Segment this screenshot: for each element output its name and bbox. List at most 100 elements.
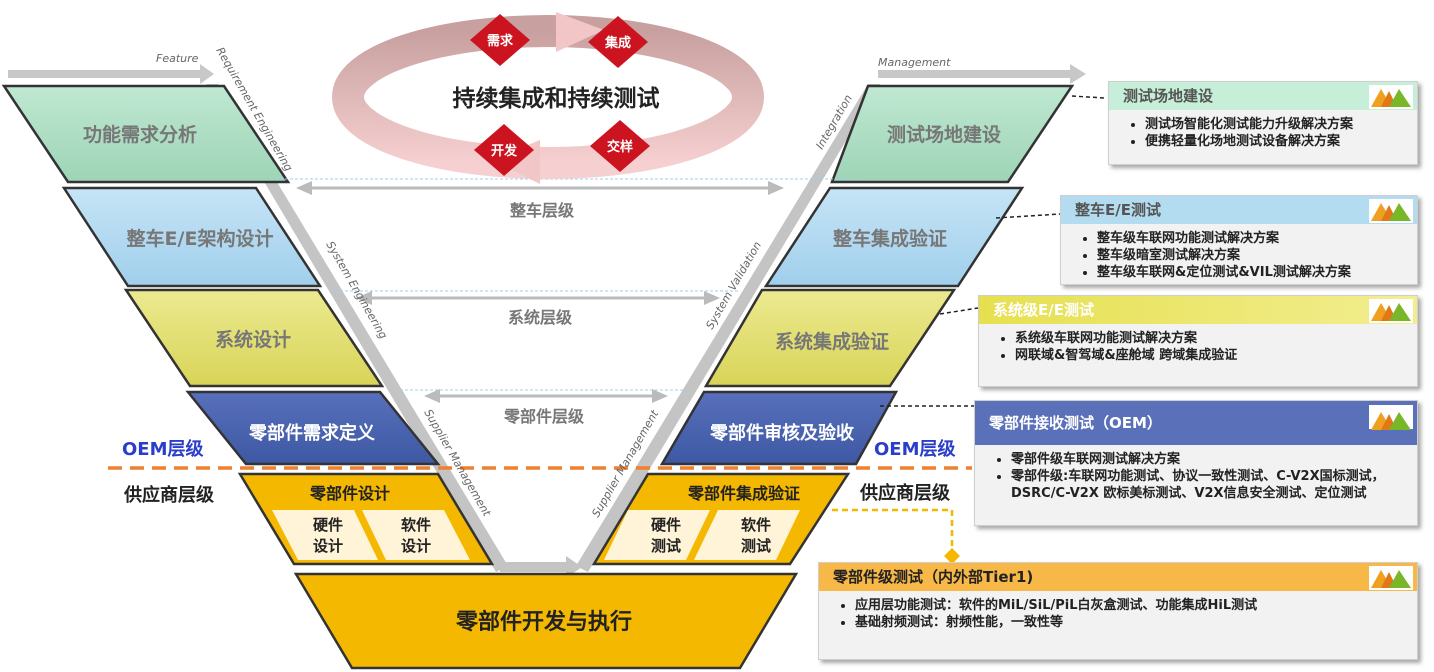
management-arrow xyxy=(878,64,1086,84)
bottom-label: 零部件开发与执行 xyxy=(455,609,632,635)
v-left-band-0: 功能需求分析 xyxy=(1,84,291,184)
list-item: 零部件级车联网测试解决方案 xyxy=(1011,451,1405,468)
oem-label-right: OEM层级 xyxy=(874,438,957,460)
bottom-rail xyxy=(500,562,570,572)
svg-text:开发: 开发 xyxy=(491,143,518,159)
solution-box-3-header: 零部件接收测试（OEM） xyxy=(975,401,1417,445)
cycle-tag-3: 交样 xyxy=(590,120,650,172)
ci-ct-cycle: 持续集成和持续测试 需求 集成 开发 交样 xyxy=(332,12,764,184)
list-item: 整车级车联网&定位测试&VIL测试解决方案 xyxy=(1097,264,1405,281)
v-right-label-2: 系统集成验证 xyxy=(775,330,889,353)
connector-1 xyxy=(995,213,1061,219)
v-right-label-0: 测试场地建设 xyxy=(887,123,1001,146)
connector-4 xyxy=(832,508,954,554)
cycle-tag-2: 开发 xyxy=(474,124,534,176)
level-label-2: 零部件层级 xyxy=(503,407,585,426)
supplier-left-sub2-line2: 设计 xyxy=(401,537,431,555)
v-left-band-2: 系统设计 xyxy=(123,288,385,388)
level-vehicle: 整车层级 xyxy=(270,178,860,220)
connector-0 xyxy=(1071,95,1105,99)
v-left-label-2: 系统设计 xyxy=(215,328,291,351)
list-item: 网联域&智驾域&座舱域 跨域集成验证 xyxy=(1015,347,1405,364)
v-right-label-3: 零部件审核及验收 xyxy=(709,422,854,444)
svg-text:需求: 需求 xyxy=(487,33,514,49)
supplier-right-sub1-line2: 测试 xyxy=(651,537,681,555)
solution-box-1-header: 整车E/E测试 xyxy=(1061,196,1417,224)
v-left-label-1: 整车E/E架构设计 xyxy=(127,227,274,250)
logo-icon xyxy=(1369,299,1413,323)
logo-icon xyxy=(1369,405,1413,430)
solution-box-2-list: 系统级车联网功能测试解决方案 网联域&智驾域&座舱域 跨域集成验证 xyxy=(979,330,1417,364)
logo-mark xyxy=(1371,570,1411,588)
v-right-band-0: 测试场地建设 xyxy=(830,84,1075,184)
solution-box-2: 系统级E/E测试 系统级车联网功能测试解决方案 网联域&智驾域&座舱域 跨域集成… xyxy=(978,295,1418,387)
list-item: 整车级暗室测试解决方案 xyxy=(1097,247,1405,264)
left-rail xyxy=(206,84,508,572)
connector-4-diamond xyxy=(944,548,960,564)
svg-text:集成: 集成 xyxy=(604,35,631,51)
level-system: 系统层级 xyxy=(330,290,740,327)
supplier-left-title: 零部件设计 xyxy=(309,484,390,503)
label-management: Management xyxy=(878,56,951,69)
label-feature: Feature xyxy=(156,52,199,65)
list-item: 应用层功能测试：软件的MiL/SiL/PiL白灰盒测试、功能集成HiL测试 xyxy=(855,597,1405,614)
level-label-1: 系统层级 xyxy=(508,308,573,327)
supplier-label-right: 供应商层级 xyxy=(859,482,951,504)
right-rail xyxy=(576,84,880,572)
level-component: 零部件层级 xyxy=(400,389,690,426)
supplier-left-block: 零部件设计 硬件 设计 软件 设计 xyxy=(237,472,495,566)
logo-icon xyxy=(1369,199,1413,223)
cycle-tag-0: 需求 xyxy=(470,14,530,66)
solution-box-1: 整车E/E测试 整车级车联网功能测试解决方案 整车级暗室测试解决方案 整车级车联… xyxy=(1060,195,1418,285)
list-item: 便携轻量化场地测试设备解决方案 xyxy=(1145,133,1405,150)
list-item: 系统级车联网功能测试解决方案 xyxy=(1015,330,1405,347)
solution-box-3-list: 零部件级车联网测试解决方案 零部件级:车联网功能测试、协议一致性测试、C-V2X… xyxy=(975,451,1417,502)
solution-box-4-header: 零部件级测试（内外部Tier1) xyxy=(819,563,1417,591)
supplier-left-sub1-line2: 设计 xyxy=(313,537,343,555)
cycle-tag-1: 集成 xyxy=(588,16,648,68)
bottom-rail-head xyxy=(566,556,582,578)
connector-2 xyxy=(939,307,979,315)
oem-label-left: OEM层级 xyxy=(122,438,205,460)
v-left-band-1: 整车E/E架构设计 xyxy=(61,186,323,288)
supplier-right-sub2-line2: 测试 xyxy=(741,537,771,555)
level-label-0: 整车层级 xyxy=(509,201,575,220)
logo-icon xyxy=(1369,85,1413,109)
solution-box-1-list: 整车级车联网功能测试解决方案 整车级暗室测试解决方案 整车级车联网&定位测试&V… xyxy=(1061,230,1417,281)
supplier-right-sub2-line1: 软件 xyxy=(741,516,771,534)
logo-mark xyxy=(1371,412,1411,430)
logo-mark xyxy=(1371,203,1411,221)
list-item: 测试场智能化测试能力升级解决方案 xyxy=(1145,116,1405,133)
v-left-label-3: 零部件需求定义 xyxy=(248,422,375,444)
supplier-right-title: 零部件集成验证 xyxy=(687,484,800,503)
svg-text:交样: 交样 xyxy=(607,139,633,155)
v-right-label-1: 整车集成验证 xyxy=(833,227,947,250)
v-left-band-3: 零部件需求定义 xyxy=(185,390,441,466)
solution-box-4-list: 应用层功能测试：软件的MiL/SiL/PiL白灰盒测试、功能集成HiL测试 基础… xyxy=(819,597,1417,631)
solution-box-3: 零部件接收测试（OEM） 零部件级车联网测试解决方案 零部件级:车联网功能测试、… xyxy=(974,400,1418,526)
v-right-band-2: 系统集成验证 xyxy=(703,288,957,388)
supplier-left-sub1-line1: 硬件 xyxy=(313,516,343,534)
feature-arrow xyxy=(8,64,214,84)
v-right-band-3: 零部件审核及验收 xyxy=(659,390,899,466)
supplier-label-left: 供应商层级 xyxy=(123,484,215,506)
v-right-band-1: 整车集成验证 xyxy=(763,186,1025,288)
solution-box-2-header: 系统级E/E测试 xyxy=(979,296,1417,324)
logo-icon xyxy=(1369,566,1413,590)
bottom-block: 零部件开发与执行 xyxy=(293,572,799,670)
list-item: 整车级车联网功能测试解决方案 xyxy=(1097,230,1405,247)
logo-mark xyxy=(1371,303,1411,321)
supplier-right-block: 零部件集成验证 硬件 测试 软件 测试 xyxy=(591,472,851,566)
logo-mark xyxy=(1371,89,1411,107)
list-item: 零部件级:车联网功能测试、协议一致性测试、C-V2X国标测试，DSRC/C-V2… xyxy=(1011,468,1405,502)
solution-box-0: 测试场地建设 测试场智能化测试能力升级解决方案 便携轻量化场地测试设备解决方案 xyxy=(1108,81,1418,165)
solution-box-0-list: 测试场智能化测试能力升级解决方案 便携轻量化场地测试设备解决方案 xyxy=(1109,116,1417,150)
list-item: 基础射频测试：射频性能，一致性等 xyxy=(855,614,1405,631)
solution-box-4: 零部件级测试（内外部Tier1) 应用层功能测试：软件的MiL/SiL/PiL白… xyxy=(818,562,1418,660)
v-left-label-0: 功能需求分析 xyxy=(83,123,197,146)
solution-box-0-header: 测试场地建设 xyxy=(1109,82,1417,110)
supplier-left-sub2-line1: 软件 xyxy=(401,516,431,534)
supplier-right-sub1-line1: 硬件 xyxy=(651,516,681,534)
cycle-title: 持续集成和持续测试 xyxy=(453,85,660,112)
